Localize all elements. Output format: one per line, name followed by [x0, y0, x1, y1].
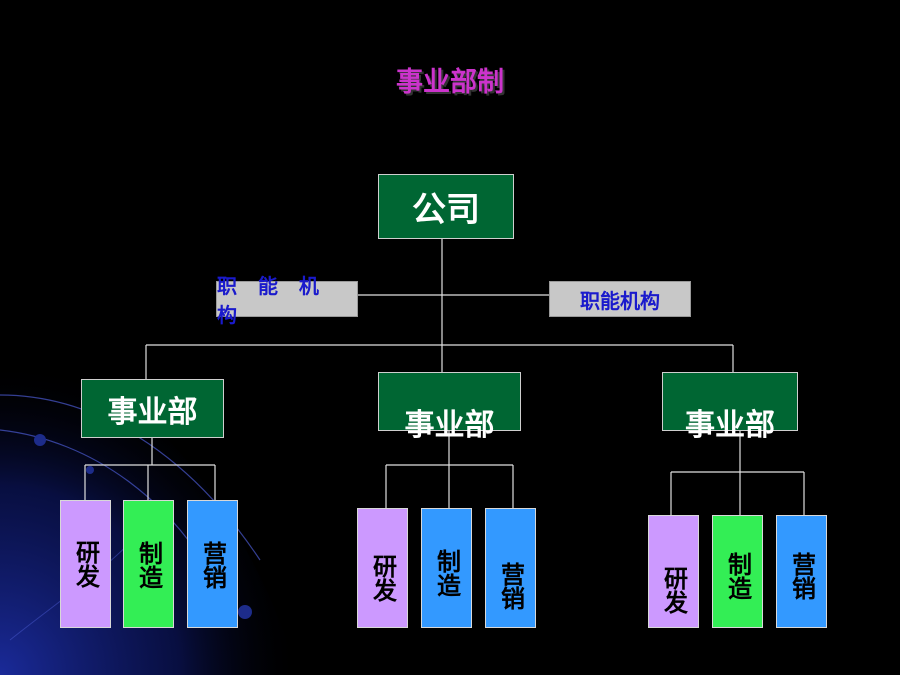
company-box: 公司 [378, 174, 514, 239]
subunit-marketing: 营销 [776, 515, 827, 628]
subunit-manufacturing: 制造 [712, 515, 763, 628]
subunit-rd: 研发 [60, 500, 111, 628]
division-label: 事业部 [107, 394, 198, 430]
subunit-manufacturing: 制造 [123, 500, 174, 628]
division-box-3: 事业部 [662, 372, 798, 443]
subunit-rd: 研发 [357, 508, 408, 628]
function-box-left: 职 能 机 构 [216, 274, 358, 327]
division-box-1: 事业部 [81, 379, 224, 438]
subunit-rd: 研发 [648, 515, 699, 628]
division-box-2: 事业部 [378, 372, 521, 443]
subunit-marketing: 营销 [187, 500, 238, 628]
division-label: 事业部 [685, 408, 775, 443]
division-label: 事业部 [404, 408, 495, 443]
function-box-right: 职能机构 [549, 281, 691, 317]
page-title: 事业部制 [396, 67, 504, 98]
subunit-manufacturing: 制造 [421, 508, 472, 628]
subunit-marketing: 营销 [485, 508, 536, 628]
